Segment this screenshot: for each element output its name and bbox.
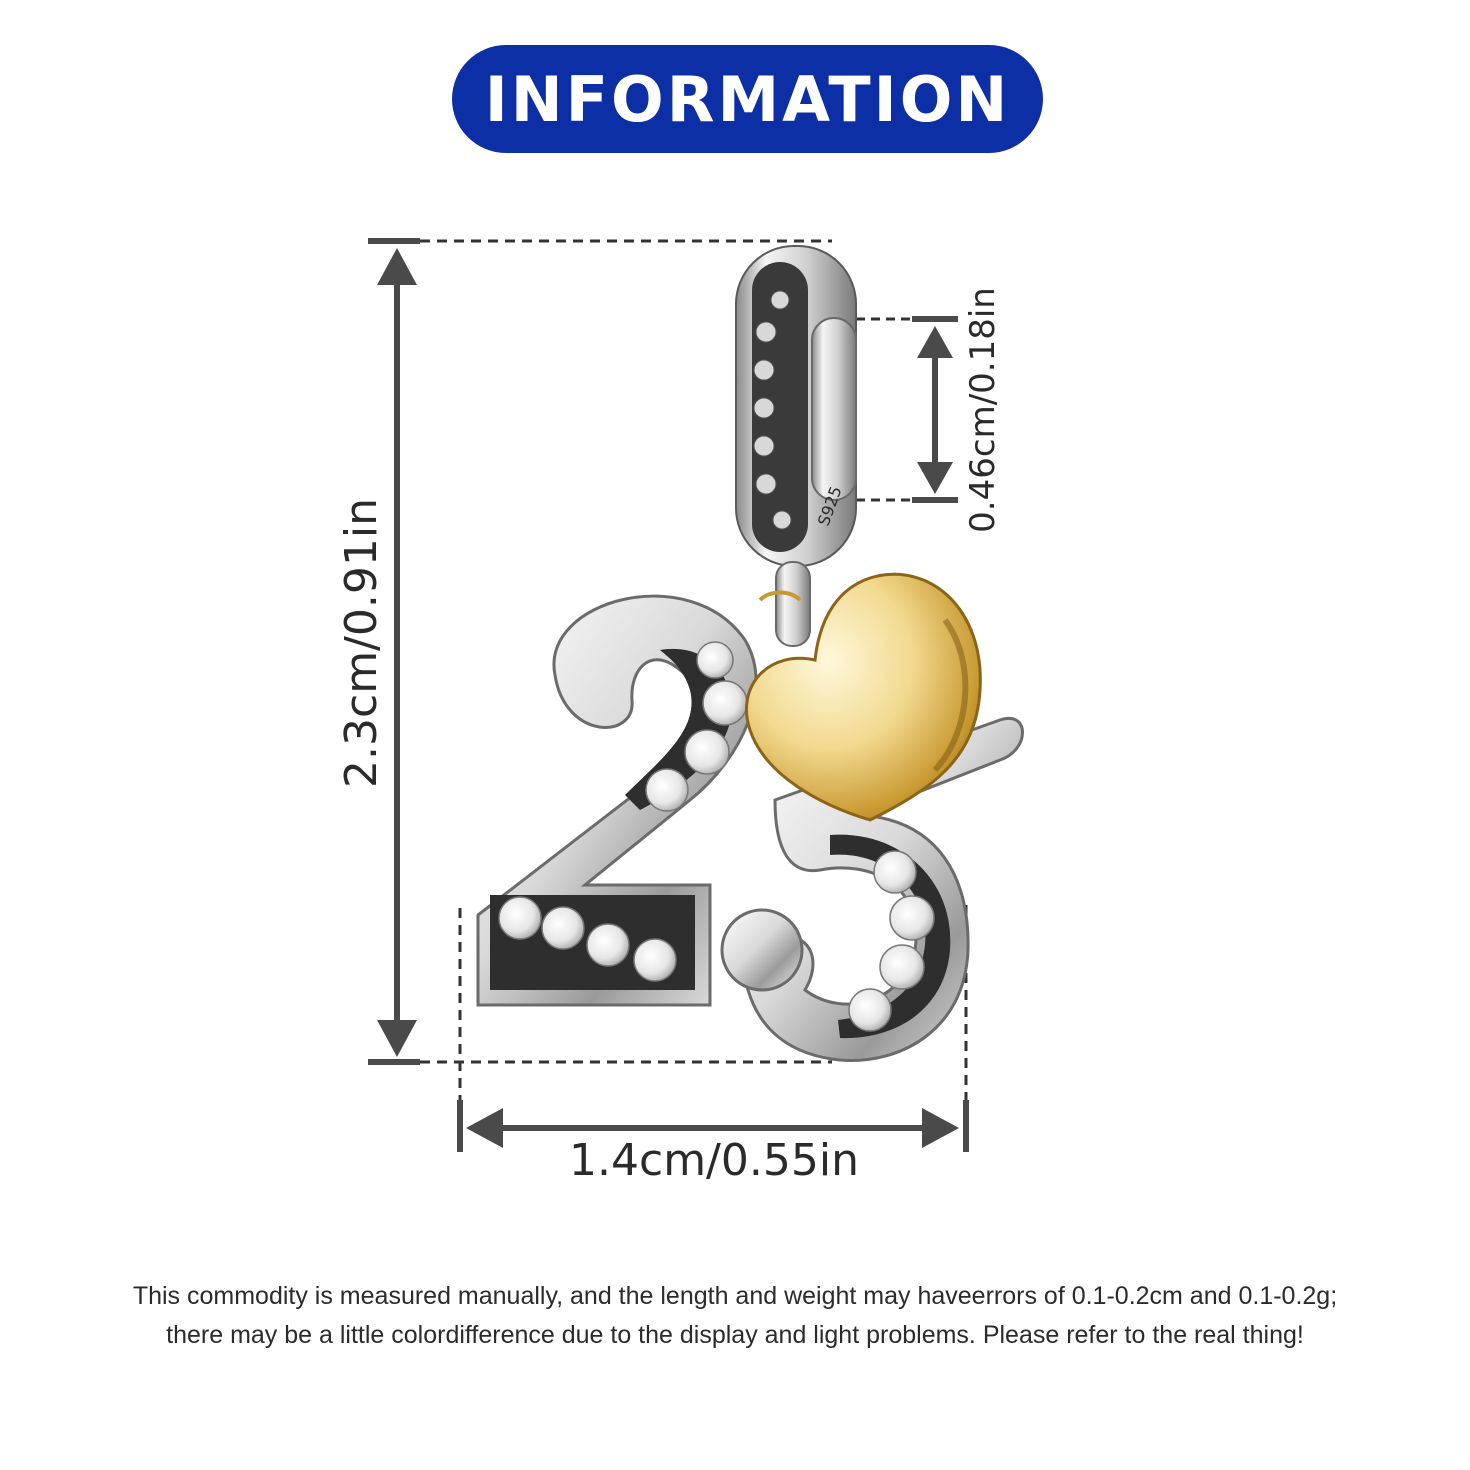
notice-line-1: This commodity is measured manually, and… <box>132 1282 1338 1310</box>
hole-dimension-arrow-icon <box>917 326 953 494</box>
charm-bail: S925 <box>735 245 857 647</box>
heart-charm-icon <box>744 572 982 822</box>
information-title: INFORMATION <box>484 62 1011 136</box>
number-25-charm-icon <box>476 594 1024 1062</box>
width-dimension: 1.4cm/0.55in <box>457 905 969 1186</box>
hole-label: 0.46cm/0.18in <box>963 287 1003 533</box>
width-label: 1.4cm/0.55in <box>569 1135 859 1186</box>
notice-line-2: there may be a little colordifference du… <box>166 1321 1304 1349</box>
width-dimension-arrow-icon <box>466 1108 959 1148</box>
hole-dimension: 0.46cm/0.18in <box>826 287 1003 533</box>
height-dimension: 2.3cm/0.91in <box>336 238 832 1065</box>
height-dimension-arrow-icon <box>377 248 417 1057</box>
height-label: 2.3cm/0.91in <box>336 498 387 788</box>
information-badge: INFORMATION <box>452 45 1043 153</box>
